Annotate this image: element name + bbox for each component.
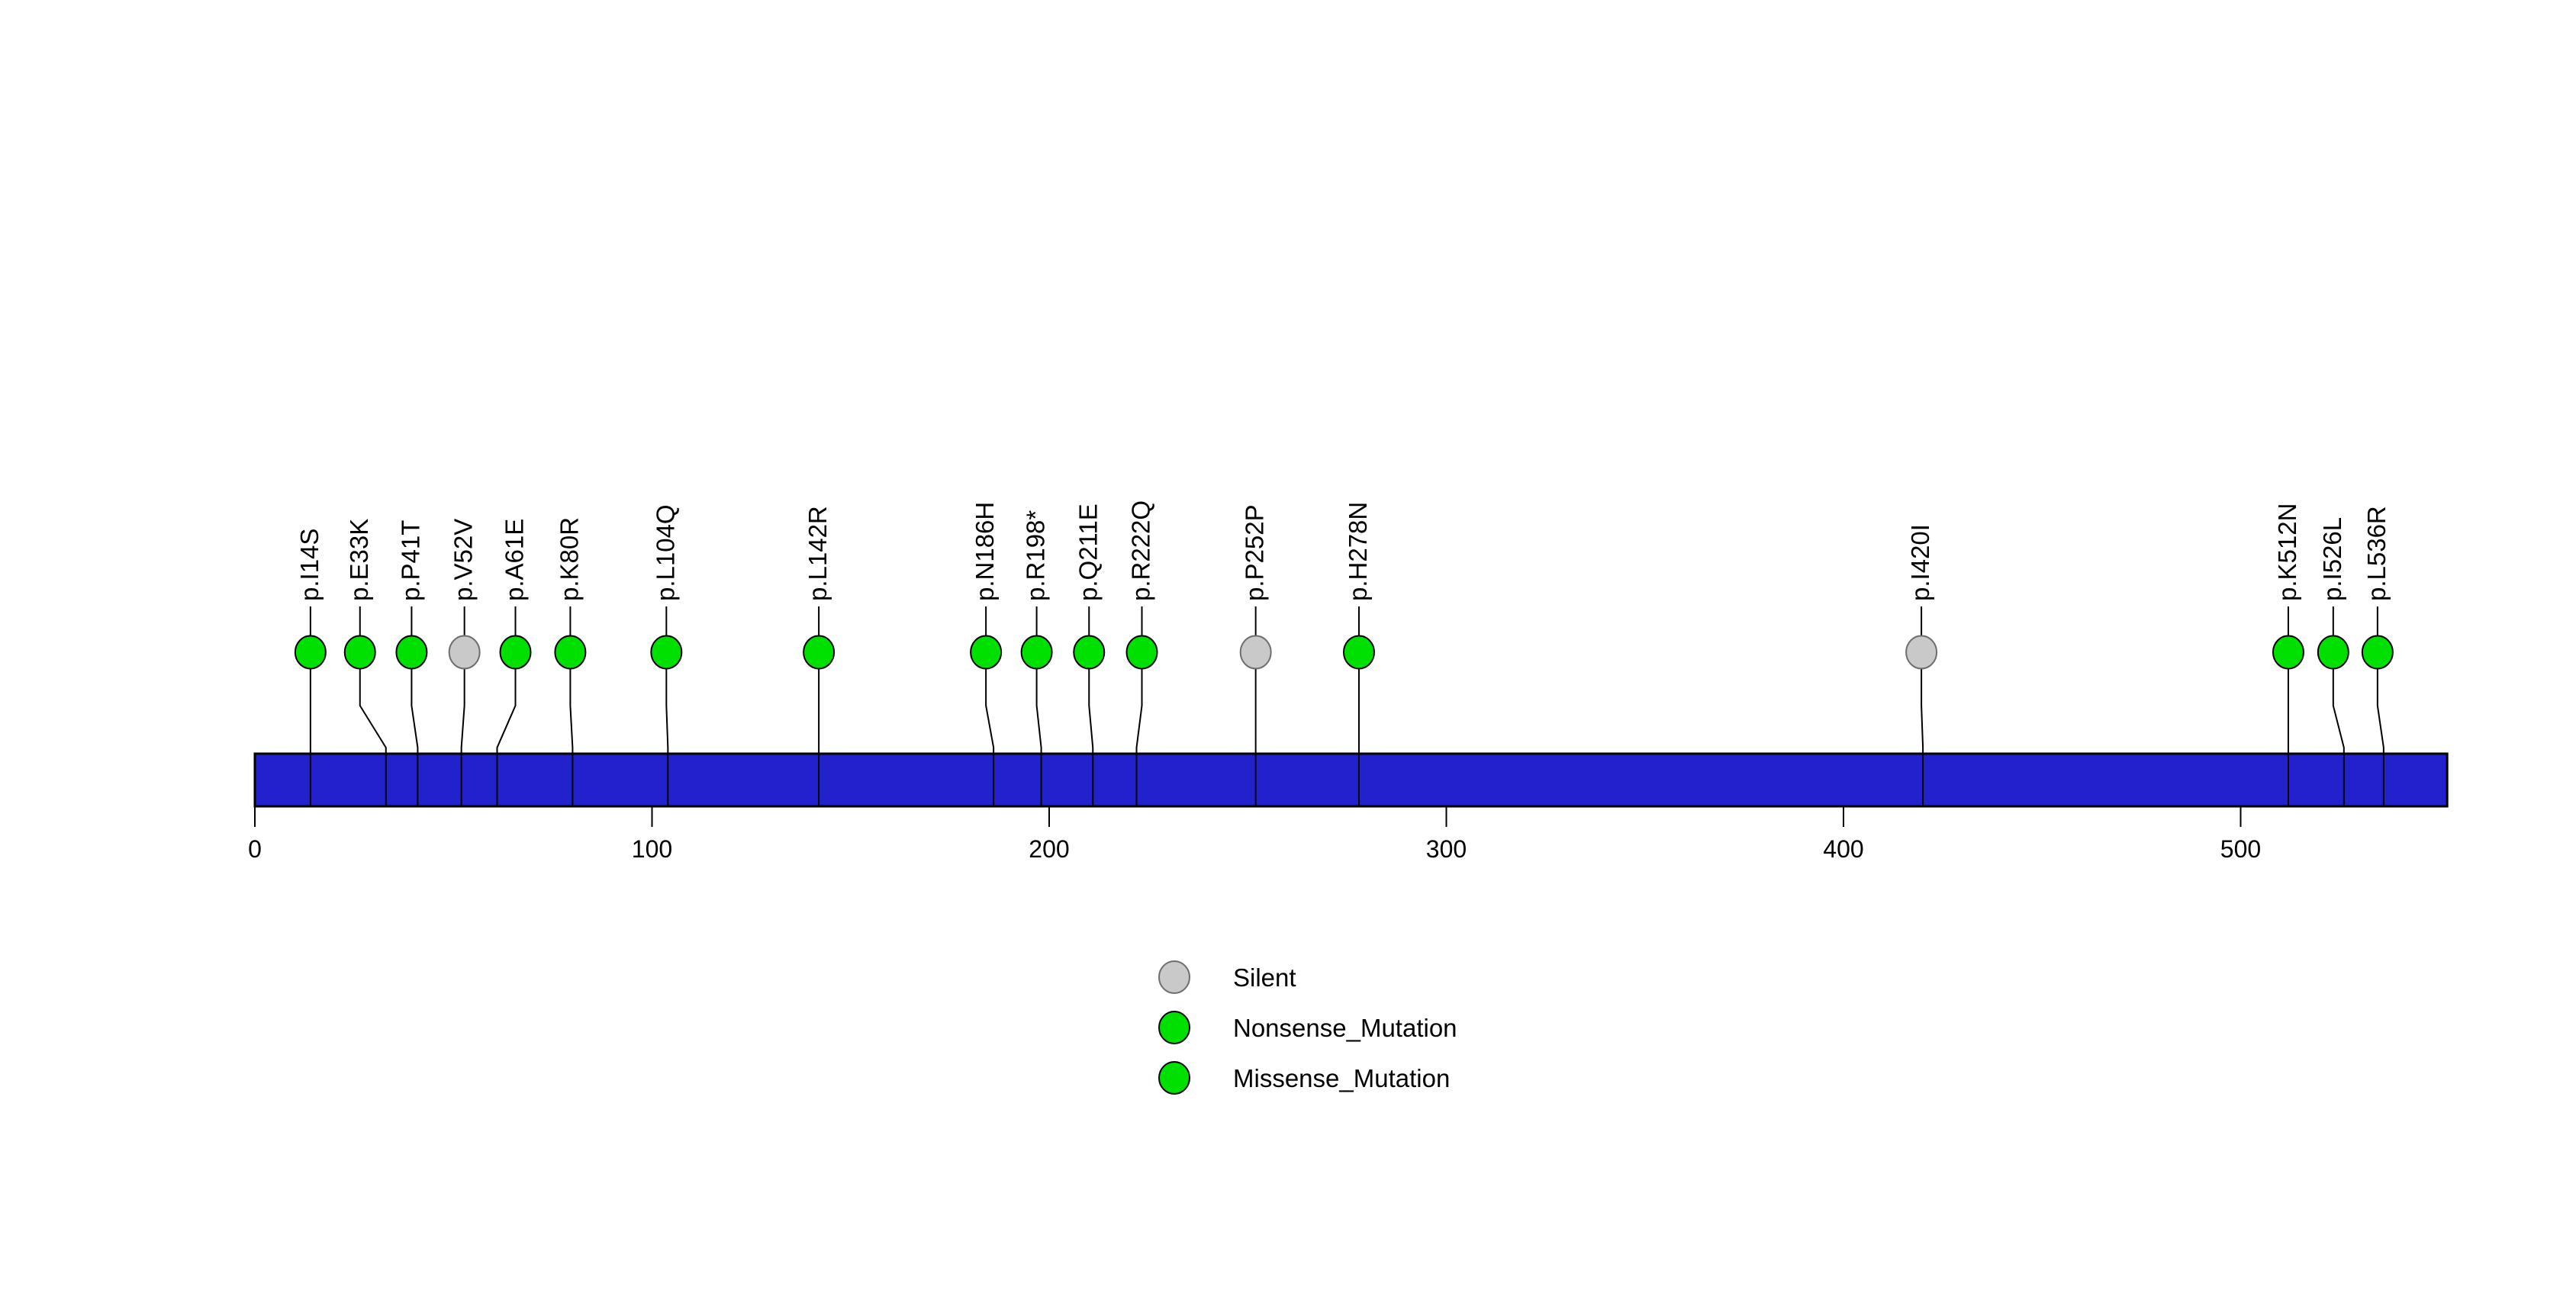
- legend-item: Missense_Mutation: [1158, 1061, 1450, 1095]
- mutation-label: p.H278N: [1344, 502, 1372, 601]
- mutation-lollipop: p.L142R: [803, 506, 836, 806]
- mutation-lollipop: p.V52V: [448, 519, 481, 806]
- mutation-marker: [448, 635, 481, 670]
- mutation-lollipop: p.K80R: [554, 517, 587, 806]
- axis-tick-label: 200: [1029, 835, 1069, 863]
- mutation-label: p.K512N: [2273, 503, 2301, 601]
- mutation-marker: [395, 635, 428, 670]
- mutation-label: p.P41T: [396, 520, 424, 601]
- mutation-label: p.V52V: [449, 519, 478, 601]
- mutation-marker: [499, 635, 532, 670]
- mutation-lollipop: p.I420I: [1905, 524, 1938, 806]
- mutation-lollipop: p.K512N: [2272, 503, 2304, 806]
- mutation-marker: [2317, 635, 2349, 670]
- mutation-marker: [554, 635, 587, 670]
- mutation-lollipop: p.N186H: [970, 502, 1003, 806]
- mutation-lollipop: p.R198*: [1020, 510, 1053, 806]
- mutation-label: p.E33K: [345, 519, 373, 601]
- mutation-lollipop: p.I526L: [2317, 517, 2349, 806]
- mutation-label: p.R198*: [1022, 510, 1050, 601]
- mutation-label: p.L142R: [803, 506, 832, 601]
- legend-marker: [1158, 1011, 1190, 1044]
- mutation-marker: [343, 635, 376, 670]
- mutation-marker: [1342, 635, 1375, 670]
- axis-tick-label: 0: [248, 835, 262, 863]
- mutation-lollipop: p.I14S: [294, 529, 327, 806]
- mutation-label: p.I526L: [2318, 517, 2346, 601]
- mutation-label: p.K80R: [555, 517, 583, 601]
- mutation-lollipop: p.P252P: [1239, 504, 1272, 806]
- legend-marker: [1158, 1061, 1190, 1095]
- mutation-label: p.L104Q: [651, 504, 679, 601]
- mutation-marker: [803, 635, 836, 670]
- mutation-marker: [650, 635, 683, 670]
- mutation-lollipop: p.Q211E: [1073, 503, 1106, 806]
- legend-item: Silent: [1158, 960, 1296, 994]
- mutation-marker: [1905, 635, 1938, 670]
- mutation-lollipop: p.R222Q: [1125, 500, 1158, 806]
- mutation-marker: [1020, 635, 1053, 670]
- axis-tick-label: 100: [632, 835, 672, 863]
- legend-marker: [1158, 960, 1190, 994]
- mutation-marker: [2272, 635, 2304, 670]
- mutation-marker: [294, 635, 327, 670]
- mutation-marker: [2361, 635, 2394, 670]
- mutation-lollipop: p.H278N: [1342, 502, 1375, 806]
- mutation-marker: [970, 635, 1003, 670]
- mutation-label: p.R222Q: [1127, 500, 1155, 601]
- legend-label: Missense_Mutation: [1233, 1064, 1450, 1092]
- legend-label: Nonsense_Mutation: [1233, 1014, 1457, 1042]
- mutation-marker: [1073, 635, 1106, 670]
- mutation-label: p.N186H: [971, 502, 999, 601]
- mutation-lollipop: p.L104Q: [650, 504, 683, 806]
- x-axis: 0 100 200 300 400 500: [248, 806, 2261, 863]
- mutation-label: p.I420I: [1906, 524, 1934, 601]
- mutation-lollipop: p.E33K: [343, 519, 387, 806]
- mutation-lollipop: p.A61E: [496, 519, 532, 806]
- mutation-marker: [1239, 635, 1272, 670]
- mutation-label: p.A61E: [501, 519, 529, 601]
- mutation-marker: [1125, 635, 1158, 670]
- protein-bar: [253, 752, 2449, 808]
- axis-tick-label: 300: [1426, 835, 1467, 863]
- legend-label: Silent: [1233, 963, 1296, 992]
- mutation-label: p.I14S: [295, 529, 324, 601]
- mutation-label: p.L536R: [2362, 506, 2391, 601]
- axis-tick-label: 500: [2220, 835, 2261, 863]
- legend-item: Nonsense_Mutation: [1158, 1011, 1457, 1044]
- mutation-label: p.Q211E: [1074, 503, 1102, 601]
- mutation-label: p.P252P: [1241, 504, 1269, 601]
- mutation-lollipop: p.P41T: [395, 520, 428, 806]
- mutation-lollipop: p.L536R: [2361, 506, 2394, 806]
- axis-tick-label: 400: [1823, 835, 1863, 863]
